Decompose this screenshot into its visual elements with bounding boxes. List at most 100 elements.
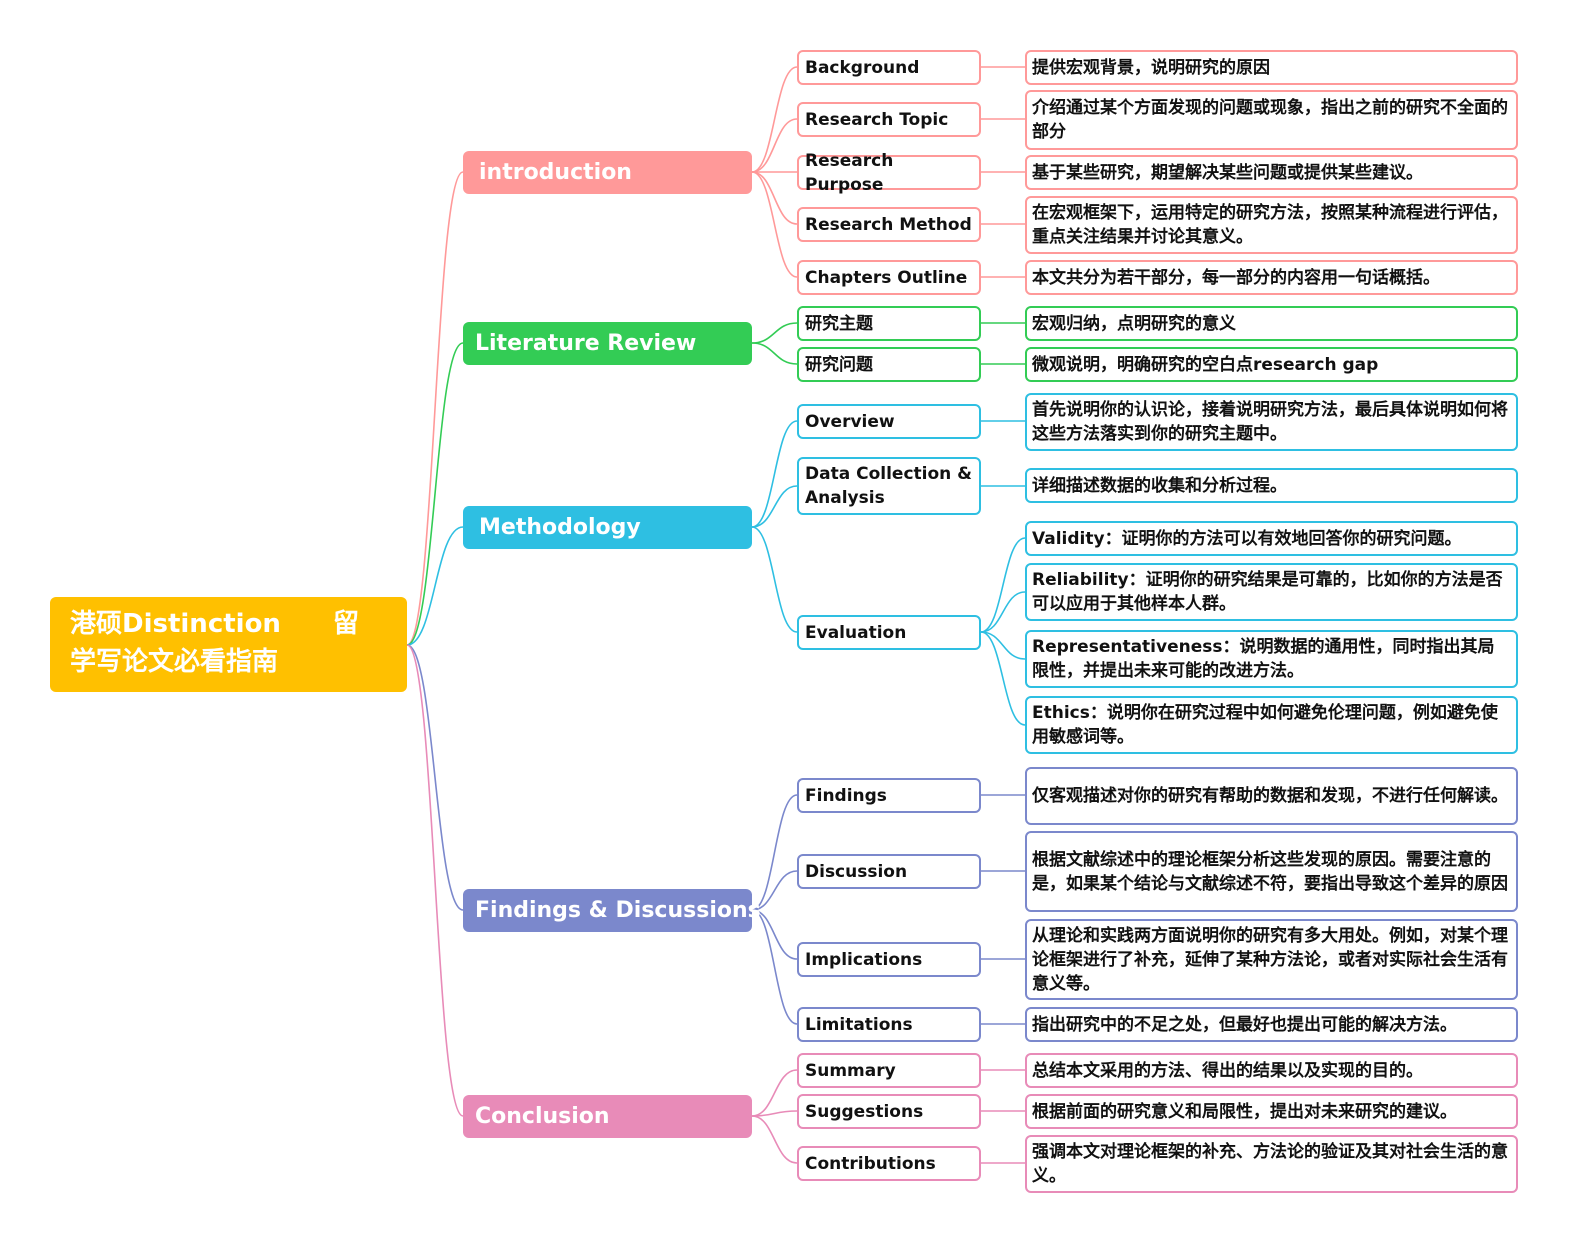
subtopic-background[interactable]: Background xyxy=(797,50,981,85)
detail-suggestions[interactable]: 根据前面的研究意义和局限性，提出对未来研究的建议。 xyxy=(1025,1094,1518,1129)
detail-connector xyxy=(980,631,1026,660)
detail-research-topic[interactable]: 介绍通过某个方面发现的问题或现象，指出之前的研究不全面的部分 xyxy=(1025,90,1518,150)
detail-findings[interactable]: 仅客观描述对你的研究有帮助的数据和发现，不进行任何解读。 xyxy=(1025,767,1518,825)
subtopic-implications[interactable]: Implications xyxy=(797,942,981,977)
validity-term: Validity xyxy=(1032,528,1105,549)
detail-summary-text: 总结本文采用的方法、得出的结果以及实现的目的。 xyxy=(1032,1060,1423,1081)
root-connector xyxy=(406,171,464,646)
subtopic-data-collection[interactable]: Data Collection & Analysis xyxy=(797,457,981,515)
subtopic-contributions[interactable]: Contributions xyxy=(797,1146,981,1181)
ethics-text: ：说明你在研究过程中如何避免伦理问题，例如避免使用敏感词等。 xyxy=(1032,703,1498,747)
detail-discussion-text: 根据文献综述中的理论框架分析这些发现的原因。需要注意的是，如果某个结论与文献综述… xyxy=(1032,849,1508,894)
subtopic-research-topic[interactable]: Research Topic xyxy=(797,102,981,137)
branch-connector xyxy=(751,66,798,173)
subtopic-findings-label: Findings xyxy=(805,785,887,806)
detail-contributions[interactable]: 强调本文对理论框架的补充、方法论的验证及其对社会生活的意义。 xyxy=(1025,1135,1518,1193)
subtopic-research-question[interactable]: 研究问题 xyxy=(797,347,981,382)
branch-connector xyxy=(751,118,798,173)
branch-connector xyxy=(751,909,798,960)
subtopic-research-purpose-label: Research Purpose xyxy=(805,150,894,195)
detail-connector xyxy=(980,591,1026,633)
detail-ethics-content: Ethics：说明你在研究过程中如何避免伦理问题，例如避免使用敏感词等。 xyxy=(1032,701,1511,749)
branch-connector xyxy=(751,171,798,225)
subtopic-limitations-label: Limitations xyxy=(805,1014,913,1035)
subtopic-evaluation[interactable]: Evaluation xyxy=(797,615,981,650)
branch-connector xyxy=(751,794,798,911)
detail-background-text: 提供宏观背景，说明研究的原因 xyxy=(1032,57,1270,78)
detail-data-collection[interactable]: 详细描述数据的收集和分析过程。 xyxy=(1025,468,1518,503)
subtopic-research-purpose[interactable]: Research Purpose xyxy=(797,151,981,195)
detail-background[interactable]: 提供宏观背景，说明研究的原因 xyxy=(1025,50,1518,85)
detail-overview-text: 首先说明你的认识论，接着说明研究方法，最后具体说明如何将这些方法落实到你的研究主… xyxy=(1032,400,1508,444)
subtopic-findings[interactable]: Findings xyxy=(797,778,981,813)
detail-summary[interactable]: 总结本文采用的方法、得出的结果以及实现的目的。 xyxy=(1025,1053,1518,1088)
detail-validity[interactable]: Validity：证明你的方法可以有效地回答你的研究问题。 xyxy=(1025,521,1518,556)
detail-research-theme[interactable]: 宏观归纳，点明研究的意义 xyxy=(1025,306,1518,341)
branch-connector xyxy=(751,420,798,528)
detail-research-method[interactable]: 在宏观框架下，运用特定的研究方法，按照某种流程进行评估，重点关注结果并讨论其意义… xyxy=(1025,196,1518,254)
subtopic-research-method[interactable]: Research Method xyxy=(797,207,981,242)
subtopic-limitations[interactable]: Limitations xyxy=(797,1007,981,1042)
subtopic-research-theme[interactable]: 研究主题 xyxy=(797,306,981,341)
detail-validity-content: Validity：证明你的方法可以有效地回答你的研究问题。 xyxy=(1032,527,1462,551)
detail-research-question[interactable]: 微观说明，明确研究的空白点research gap xyxy=(1025,347,1518,382)
root-topic[interactable]: 港硕Distinction 留 学写论文必看指南 xyxy=(50,597,407,692)
subtopic-background-label: Background xyxy=(805,57,920,78)
subtopic-contributions-label: Contributions xyxy=(805,1153,936,1174)
branch-connector xyxy=(751,870,798,911)
detail-reliability-content: Reliability：证明你的研究结果是可靠的，比如你的方法是否可以应用于其他… xyxy=(1032,568,1511,616)
subtopic-discussion[interactable]: Discussion xyxy=(797,854,981,889)
detail-overview[interactable]: 首先说明你的认识论，接着说明研究方法，最后具体说明如何将这些方法落实到你的研究主… xyxy=(1025,393,1518,451)
branch-connector xyxy=(751,171,798,278)
detail-research-theme-text: 宏观归纳，点明研究的意义 xyxy=(1032,313,1236,334)
root-connector xyxy=(406,644,464,911)
branch-literature-review[interactable]: Literature Review xyxy=(463,322,752,365)
branch-literature-review-label: Literature Review xyxy=(475,331,697,356)
representativeness-term: Representativeness xyxy=(1032,637,1223,657)
subtopic-research-question-label: 研究问题 xyxy=(805,354,873,375)
subtopic-overview-label: Overview xyxy=(805,411,895,432)
ethics-term: Ethics xyxy=(1032,703,1090,723)
detail-representativeness[interactable]: Representativeness：说明数据的通用性，同时指出其局限性，并提出… xyxy=(1025,630,1518,688)
branch-conclusion-label: Conclusion xyxy=(475,1104,610,1129)
subtopic-overview[interactable]: Overview xyxy=(797,404,981,439)
branch-methodology-label: Methodology xyxy=(479,515,641,540)
detail-implications-text: 从理论和实践两方面说明你的研究有多大用处。例如，对某个理论框架进行了补充，延伸了… xyxy=(1032,925,1508,994)
root-connector xyxy=(406,526,464,646)
detail-limitations[interactable]: 指出研究中的不足之处，但最好也提出可能的解决方法。 xyxy=(1025,1007,1518,1042)
subtopic-data-collection-label: Data Collection & Analysis xyxy=(805,464,972,508)
branch-connector xyxy=(751,342,798,365)
detail-implications[interactable]: 从理论和实践两方面说明你的研究有多大用处。例如，对某个理论框架进行了补充，延伸了… xyxy=(1025,919,1518,1000)
subtopic-summary[interactable]: Summary xyxy=(797,1053,981,1088)
subtopic-chapters-outline[interactable]: Chapters Outline xyxy=(797,260,981,295)
detail-research-purpose[interactable]: 基于某些研究，期望解决某些问题或提供某些建议。 xyxy=(1025,155,1518,190)
reliability-term: Reliability xyxy=(1032,570,1129,590)
detail-reliability[interactable]: Reliability：证明你的研究结果是可靠的，比如你的方法是否可以应用于其他… xyxy=(1025,563,1518,621)
detail-chapters-outline[interactable]: 本文共分为若干部分，每一部分的内容用一句话概括。 xyxy=(1025,260,1518,295)
detail-findings-text: 仅客观描述对你的研究有帮助的数据和发现，不进行任何解读。 xyxy=(1032,786,1508,806)
branch-findings-discussions[interactable]: Findings & Discussions xyxy=(463,889,761,932)
detail-limitations-text: 指出研究中的不足之处，但最好也提出可能的解决方法。 xyxy=(1032,1014,1457,1035)
detail-connector xyxy=(980,537,1026,633)
detail-ethics[interactable]: Ethics：说明你在研究过程中如何避免伦理问题，例如避免使用敏感词等。 xyxy=(1025,696,1518,754)
detail-discussion[interactable]: 根据文献综述中的理论框架分析这些发现的原因。需要注意的是，如果某个结论与文献综述… xyxy=(1025,831,1518,912)
branch-conclusion[interactable]: Conclusion xyxy=(463,1095,752,1138)
detail-connector xyxy=(980,631,1026,726)
detail-research-purpose-text: 基于某些研究，期望解决某些问题或提供某些建议。 xyxy=(1032,162,1423,183)
root-connector xyxy=(406,342,464,646)
branch-connector xyxy=(751,526,798,633)
detail-research-question-text: 微观说明，明确研究的空白点research gap xyxy=(1032,354,1379,375)
subtopic-research-method-label: Research Method xyxy=(805,214,972,235)
subtopic-suggestions[interactable]: Suggestions xyxy=(797,1094,981,1129)
subtopic-summary-label: Summary xyxy=(805,1060,896,1081)
detail-chapters-outline-text: 本文共分为若干部分，每一部分的内容用一句话概括。 xyxy=(1032,267,1440,288)
branch-connector xyxy=(751,1115,798,1164)
branch-introduction[interactable]: introduction xyxy=(463,151,752,194)
detail-data-collection-text: 详细描述数据的收集和分析过程。 xyxy=(1032,475,1287,496)
branch-methodology[interactable]: Methodology xyxy=(463,506,752,549)
detail-suggestions-text: 根据前面的研究意义和局限性，提出对未来研究的建议。 xyxy=(1032,1101,1457,1122)
branch-connector xyxy=(751,1069,798,1117)
reliability-text: ：证明你的研究结果是可靠的，比如你的方法是否可以应用于其他样本人群。 xyxy=(1032,570,1503,614)
branch-connector xyxy=(751,485,798,528)
